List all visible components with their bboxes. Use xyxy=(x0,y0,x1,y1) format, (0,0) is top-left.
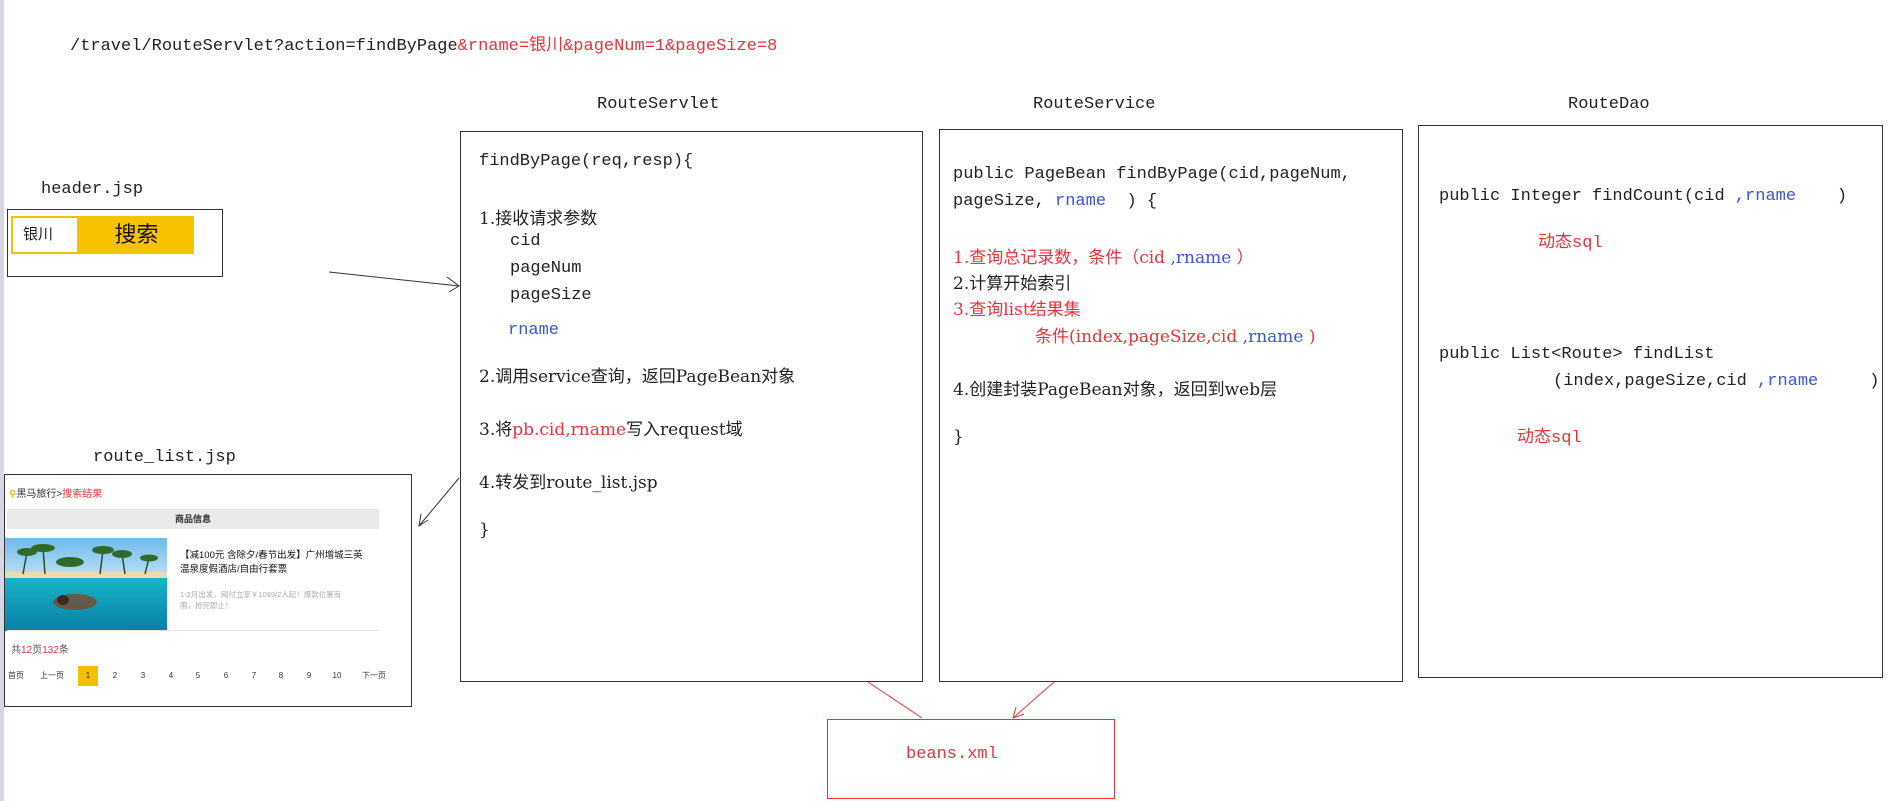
service-step3: 3.查询list结果集 xyxy=(953,300,1081,320)
dao-findlist: public List<Route> findList xyxy=(1439,345,1715,364)
page-10[interactable]: 10 xyxy=(332,671,342,680)
dao-box xyxy=(1418,125,1883,678)
page-3[interactable]: 3 xyxy=(140,671,146,680)
left-margin-rule xyxy=(0,0,4,801)
service-title: RouteService xyxy=(1033,95,1156,114)
breadcrumb-home[interactable]: 黑马旅行> xyxy=(16,489,63,500)
beach-thumbnail[interactable] xyxy=(5,538,167,631)
servlet-param-cid: cid xyxy=(510,232,541,251)
page-6[interactable]: 6 xyxy=(223,671,229,680)
servlet-step2: 2.调用service查询，返回PageBean对象 xyxy=(479,367,796,387)
header-jsp-label: header.jsp xyxy=(41,180,144,199)
service-step2: 2.计算开始索引 xyxy=(953,274,1072,294)
route-list-jsp-label: route_list.jsp xyxy=(93,448,236,467)
arrow-header-to-servlet xyxy=(328,271,460,287)
page-first[interactable]: 首页 xyxy=(8,671,24,680)
page-next[interactable]: 下一页 xyxy=(362,671,386,680)
service-step4: 4.创建封装PageBean对象，返回到web层 xyxy=(953,380,1278,400)
dao-findlist-params: (index,pageSize,cid ,rname ) xyxy=(1553,372,1880,391)
route-list-preview: ⚲黑马旅行>搜索结果 商品信息 【减100元 含除夕/春节出发】广州增城三英温泉… xyxy=(4,474,412,707)
line-servlet-to-beans xyxy=(867,681,923,719)
servlet-param-pagesize: pageSize xyxy=(510,286,592,305)
servlet-step1: 1.接收请求参数 xyxy=(479,209,598,229)
divider xyxy=(7,630,379,631)
servlet-method: findByPage(req,resp){ xyxy=(479,152,694,171)
servlet-close: } xyxy=(479,520,490,540)
request-url-params: &rname=银川&pageNum=1&pageSize=8 xyxy=(457,37,778,56)
servlet-step3: 3.将pb.cid,rname写入request域 xyxy=(479,420,743,440)
request-url-prefix: /travel/RouteServlet?action=findByPage xyxy=(70,37,458,56)
result-count: 共12页132条 xyxy=(11,645,69,656)
arrow-servlet-to-routelist xyxy=(418,477,460,527)
search-button[interactable]: 搜索 xyxy=(79,216,194,254)
arrow-head-header xyxy=(446,276,460,293)
dao-findcount-note: 动态sql xyxy=(1538,234,1603,253)
page-4[interactable]: 4 xyxy=(168,671,174,680)
page-5[interactable]: 5 xyxy=(195,671,201,680)
arrow-head-beans xyxy=(1012,706,1025,719)
service-signature-line1: public PageBean findByPage(cid,pageNum, xyxy=(953,165,1351,184)
service-step1: 1.查询总记录数，条件（cid ,rname ） xyxy=(953,248,1254,268)
page-prev[interactable]: 上一页 xyxy=(40,671,64,680)
beans-xml-box xyxy=(827,719,1115,799)
dao-findlist-note: 动态sql xyxy=(1517,429,1582,448)
line-service-to-beans xyxy=(1012,681,1055,719)
beans-xml-label: beans.xml xyxy=(906,745,998,764)
product-info-bar: 商品信息 xyxy=(7,509,379,529)
product-title[interactable]: 【减100元 含除夕/春节出发】广州增城三英温泉度假酒店/自由行套票 xyxy=(180,550,363,575)
servlet-box xyxy=(460,131,923,682)
arrow-head-routelist xyxy=(418,513,429,528)
page-1[interactable]: 1 xyxy=(78,666,98,686)
page-8[interactable]: 8 xyxy=(278,671,284,680)
service-box xyxy=(939,129,1403,682)
product-description: 1-2月出发，网付立享￥1099/2人起！爆款位置有限，抢完即止！ xyxy=(180,590,342,610)
page-2[interactable]: 2 xyxy=(112,671,118,680)
page-7[interactable]: 7 xyxy=(251,671,257,680)
servlet-step4: 4.转发到route_list.jsp xyxy=(479,473,658,493)
breadcrumb-current: 搜索结果 xyxy=(62,489,103,500)
service-step3-condition: 条件(index,pageSize,cid ,rname ) xyxy=(1035,327,1316,347)
search-input[interactable]: 银川 xyxy=(11,216,79,254)
servlet-param-rname: rname xyxy=(508,321,560,340)
search-icon: ⚲ xyxy=(9,489,17,500)
dao-title: RouteDao xyxy=(1568,95,1650,114)
servlet-title: RouteServlet xyxy=(597,95,720,114)
service-signature-line2: pageSize, rname ) { xyxy=(953,192,1158,211)
servlet-param-pagenum: pageNum xyxy=(510,259,582,278)
dao-findcount: public Integer findCount(cid ,rname ) xyxy=(1439,187,1848,206)
breadcrumb: ⚲黑马旅行>搜索结果 xyxy=(9,485,102,500)
request-url: /travel/RouteServlet?action=findByPage&r… xyxy=(70,30,777,56)
service-close: } xyxy=(953,427,964,447)
page-9[interactable]: 9 xyxy=(306,671,312,680)
